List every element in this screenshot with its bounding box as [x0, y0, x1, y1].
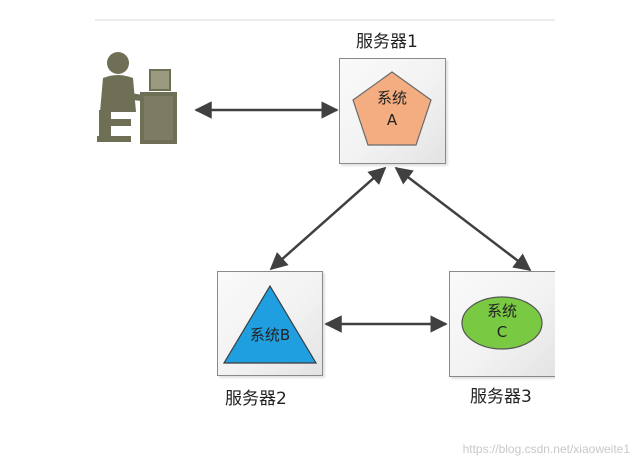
computer-user-icon	[97, 52, 177, 144]
system-b-text: 系统B	[249, 326, 291, 344]
crop-mask	[555, 0, 640, 466]
arrow-server2-server1	[269, 166, 387, 271]
watermark: https://blog.csdn.net/xiaoweite1	[462, 442, 630, 456]
top-divider	[95, 19, 555, 21]
system-a-text-line2: A	[386, 111, 398, 129]
server1-label: 服务器1	[356, 32, 418, 52]
server2-label: 服务器2	[225, 389, 287, 409]
system-a-pentagon	[352, 71, 432, 146]
system-c-text-line1: 系统	[486, 302, 517, 320]
arrow-server3-server1	[394, 166, 532, 272]
system-a-text-line1: 系统	[376, 89, 407, 107]
server3-label: 服务器3	[470, 387, 532, 407]
system-c-text-line2: C	[496, 323, 508, 341]
system-c-ellipse	[461, 296, 543, 350]
system-b-triangle	[222, 284, 318, 364]
